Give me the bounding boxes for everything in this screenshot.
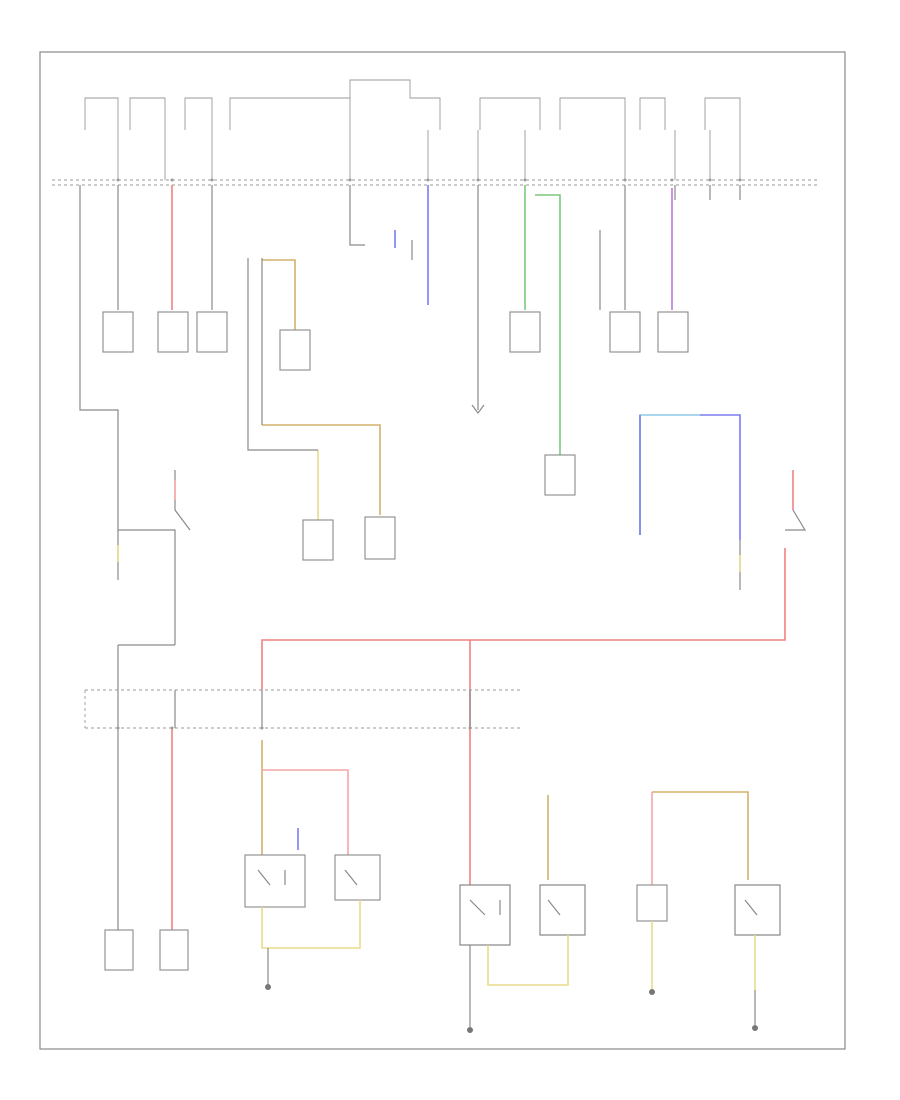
wire-tan-loop xyxy=(262,259,296,330)
relay-4 xyxy=(539,884,586,936)
wire-left-loop xyxy=(79,185,176,645)
wire-light-blue xyxy=(639,414,700,535)
relay-3 xyxy=(459,884,511,946)
component-top-3 xyxy=(196,311,228,353)
wire-red-bus xyxy=(261,548,786,690)
lower-component-2 xyxy=(159,929,189,971)
diagram-frame xyxy=(39,51,846,1050)
component-mid-3 xyxy=(364,516,396,560)
wire-green-long xyxy=(535,194,561,455)
component-top-4 xyxy=(279,329,311,371)
lower-fuse-block xyxy=(84,644,520,729)
top-fuse-block xyxy=(52,79,820,186)
lower-component-1 xyxy=(104,929,134,971)
wire-gray-loop xyxy=(247,258,318,451)
arrow-down xyxy=(471,404,485,414)
relay-5 xyxy=(734,884,781,936)
wire-tan-top-right xyxy=(652,791,749,880)
wire-left-relay xyxy=(174,470,191,531)
wire-lower-pink xyxy=(262,769,349,855)
component-mid-1 xyxy=(544,454,576,496)
fuse-markers xyxy=(116,178,742,730)
component-top-7 xyxy=(657,311,689,353)
component-top-5 xyxy=(509,311,541,353)
wire-blue-right xyxy=(700,414,741,540)
wire-tan-horizontal xyxy=(262,424,381,515)
relay-1 xyxy=(244,854,306,908)
component-top-1 xyxy=(102,311,134,353)
component-mid-2 xyxy=(302,519,334,561)
component-top-6 xyxy=(609,311,641,353)
component-top-2 xyxy=(157,311,189,353)
relay-2 xyxy=(334,854,381,901)
component-right-1 xyxy=(636,884,668,922)
top-circuits xyxy=(117,185,741,410)
